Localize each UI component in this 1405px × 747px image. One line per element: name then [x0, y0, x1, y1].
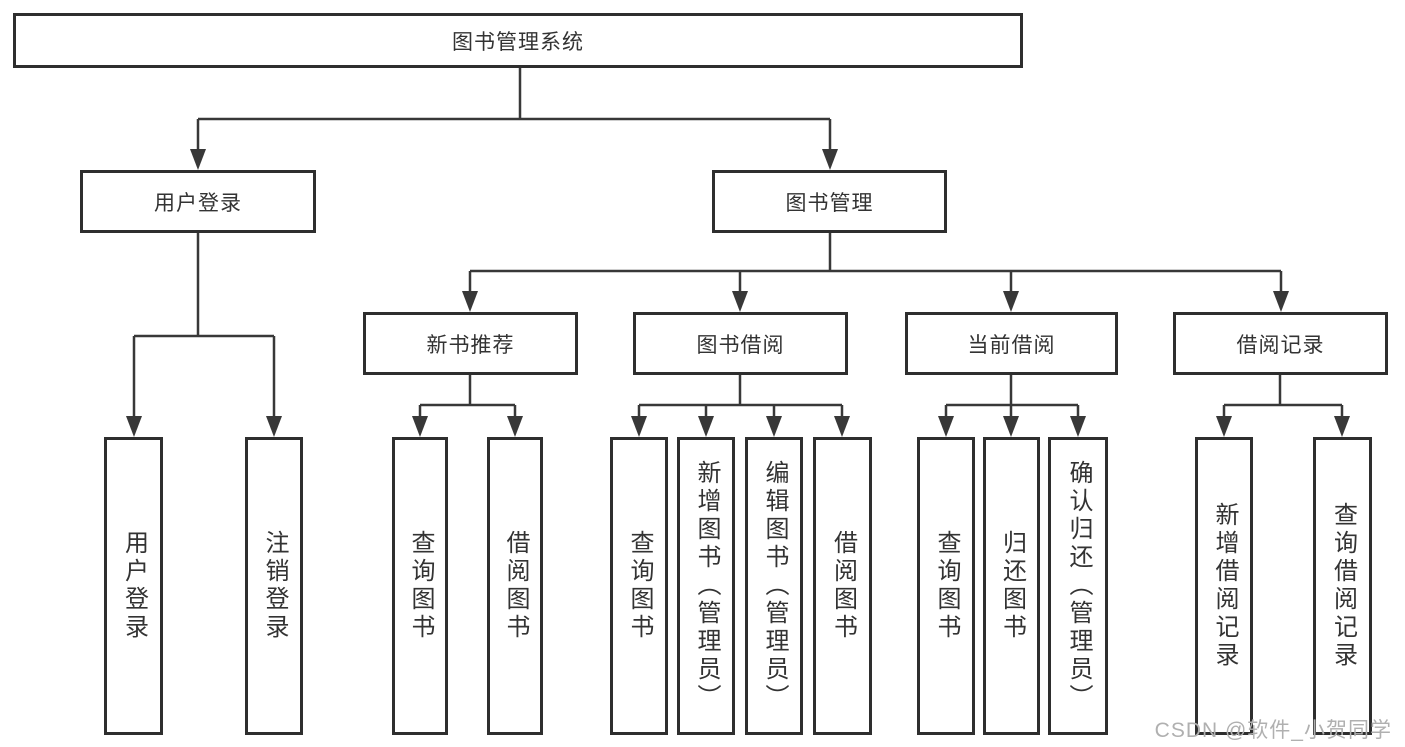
leaf-borrowing-query-books: 查询图书	[610, 437, 668, 735]
leaf-records-add-borrow-record: 新增借阅记录	[1195, 437, 1253, 735]
leaf-newbook-query-books: 查询图书	[392, 437, 448, 735]
leaf-records-query-borrow-record: 查询借阅记录	[1313, 437, 1372, 735]
csdn-watermark: CSDN @软件_小贺同学	[1154, 719, 1392, 742]
leaf-current-query-books: 查询图书	[917, 437, 975, 735]
node-library-management-system: 图书管理系统	[13, 13, 1023, 68]
node-current-borrowing: 当前借阅	[905, 312, 1118, 375]
leaf-logout: 注销登录	[245, 437, 303, 735]
node-book-management: 图书管理	[712, 170, 947, 233]
leaf-borrowing-edit-books-admin: 编辑图书（管理员）	[745, 437, 803, 735]
leaf-borrowing-add-books-admin: 新增图书（管理员）	[677, 437, 735, 735]
node-book-borrowing: 图书借阅	[633, 312, 848, 375]
node-user-login: 用户登录	[80, 170, 316, 233]
leaf-user-login: 用户登录	[104, 437, 163, 735]
leaf-newbook-borrow-books: 借阅图书	[487, 437, 543, 735]
leaf-borrowing-borrow-books: 借阅图书	[813, 437, 872, 735]
leaf-current-confirm-return-admin: 确认归还（管理员）	[1048, 437, 1108, 735]
node-new-book-recommendation: 新书推荐	[363, 312, 578, 375]
leaf-current-return-books: 归还图书	[983, 437, 1040, 735]
node-borrowing-records: 借阅记录	[1173, 312, 1388, 375]
